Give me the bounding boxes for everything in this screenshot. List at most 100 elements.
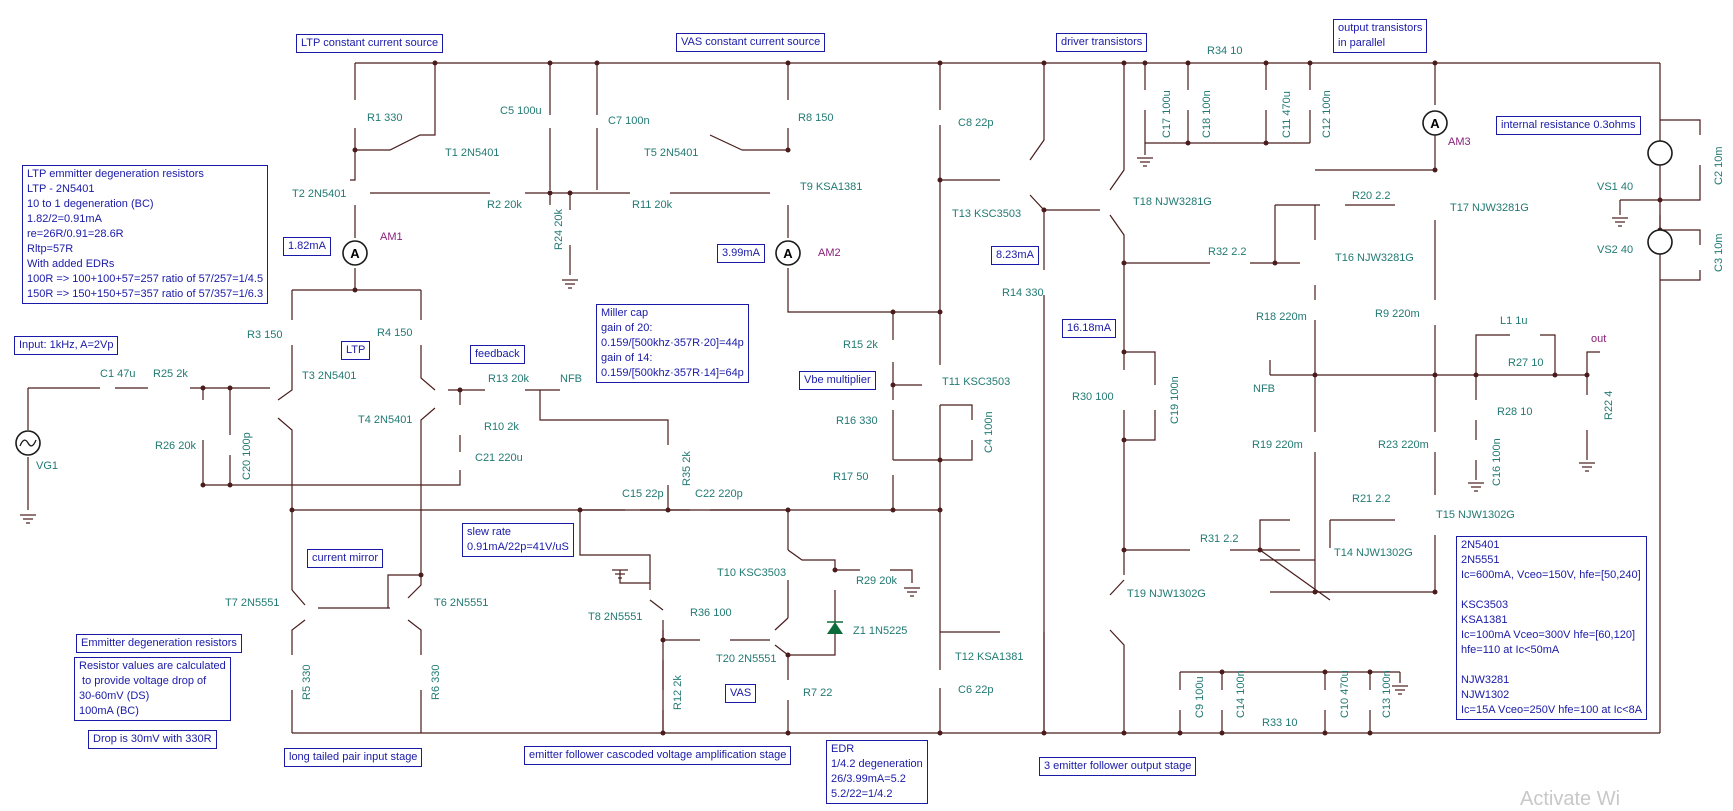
label-am2: AM2	[818, 247, 841, 259]
note-edr: EDR 1/4.2 degeneration 26/3.99mA=5.2 5.2…	[826, 740, 928, 804]
note-ltp-line-7: With added EDRs	[27, 258, 115, 270]
label-z1: Z1 1N5225	[853, 625, 907, 637]
label-am3: AM3	[1448, 136, 1471, 148]
label-c17: C17 100u	[1161, 90, 1173, 138]
ammeter-am1-symbol	[342, 240, 368, 266]
svg-text:A: A	[350, 246, 360, 261]
label-t6: T6 2N5551	[434, 597, 488, 609]
label-r33: R33 10	[1262, 717, 1297, 729]
component-labels: R1 330 T1 2N5401 C5 100u C7 100n T5 2N54…	[36, 45, 1725, 729]
note-ltp-stage: long tailed pair input stage	[284, 748, 423, 767]
note-internal-resistance: internal resistance 0.3ohms	[1496, 116, 1641, 135]
note-resistor-values: Resistor values are calculated to provid…	[74, 657, 231, 721]
label-c15: C15 22p	[622, 488, 664, 500]
junctions	[200, 60, 1663, 736]
readout-am2: 3.99mA	[717, 244, 765, 263]
note-driver-transistors: driver transistors	[1056, 33, 1148, 52]
note-spec-line-6: KSA1381	[1461, 614, 1508, 626]
label-t15: T15 NJW1302G	[1436, 509, 1515, 521]
note-transistor-specs: 2N5401 2N5551 Ic=600mA, Vceo=150V, hfe=[…	[1456, 536, 1648, 720]
label-r18: R18 220m	[1256, 311, 1307, 323]
note-slew-line-1: slew rate	[467, 526, 512, 538]
note-output-transistors: output transistors in parallel	[1333, 19, 1428, 53]
note-ltp-line-8: 100R => 100+100+57=257 ratio of 57/257=1…	[27, 273, 264, 285]
label-l1: L1 1u	[1500, 315, 1528, 327]
label-c4: C4 100n	[983, 411, 995, 453]
label-r9: R9 220m	[1375, 308, 1420, 320]
label-vs2: VS2 40	[1597, 244, 1633, 256]
label-r14: R14 330	[1002, 287, 1044, 299]
label-nfb-right: NFB	[1253, 383, 1275, 395]
note-spec-line-11: NJW1302	[1461, 689, 1510, 701]
label-r29: R29 20k	[856, 575, 897, 587]
label-c13: C13 100n	[1381, 670, 1393, 718]
label-r16: R16 330	[836, 415, 878, 427]
readout-output-current: 16.18mA	[1062, 319, 1117, 338]
label-r10: R10 2k	[484, 421, 519, 433]
ammeter-am3-symbol	[1422, 110, 1448, 136]
note-vbe-multiplier: Vbe multiplier	[799, 371, 876, 390]
label-c9: C9 100u	[1194, 676, 1206, 718]
note-spec-line-12: Ic=15A Vceo=250V hfe=100 at Ic<8A	[1461, 704, 1643, 716]
label-r11: R11 20k	[632, 199, 673, 211]
note-resistor-line-1: Resistor values are calculated	[79, 660, 226, 672]
label-t5: T5 2N5401	[644, 147, 698, 159]
note-output-stage: 3 emitter follower output stage	[1039, 757, 1197, 776]
label-r36: R36 100	[690, 607, 732, 619]
note-feedback: feedback	[470, 345, 525, 364]
label-t14: T14 NJW1302G	[1334, 547, 1413, 559]
note-spec-line-10: NJW3281	[1461, 674, 1510, 686]
label-r4: R4 150	[377, 327, 412, 339]
note-resistor-line-4: 100mA (BC)	[79, 705, 139, 717]
label-r1: R1 330	[367, 112, 402, 124]
label-r35: R35 2k	[681, 451, 693, 486]
label-r8: R8 150	[798, 112, 833, 124]
label-r24: R24 20k	[553, 209, 565, 250]
readout-am1: 1.82mA	[283, 237, 331, 256]
note-ltp-current-source: LTP constant current source	[296, 34, 444, 53]
label-t17: T17 NJW3281G	[1450, 202, 1529, 214]
note-vas: VAS	[725, 684, 757, 703]
label-r15: R15 2k	[843, 339, 878, 351]
voltage-source-vs1-symbol	[1647, 140, 1673, 166]
label-c8: C8 22p	[958, 117, 993, 129]
label-c20: C20 100p	[241, 432, 253, 480]
note-spec-line-2: 2N5551	[1461, 554, 1500, 566]
note-edr-line-4: 5.2/22=1/4.2	[831, 788, 893, 800]
label-r34: R34 10	[1207, 45, 1242, 57]
label-c16: C16 100n	[1491, 438, 1503, 486]
activation-watermark: Activate Wi	[1520, 788, 1621, 810]
label-r7: R7 22	[803, 687, 832, 699]
note-drop: Drop is 30mV with 330R	[88, 730, 217, 749]
label-r19: R19 220m	[1252, 439, 1303, 451]
label-nfb-left: NFB	[560, 373, 582, 385]
note-vas-current-source: VAS constant current source	[676, 33, 826, 52]
label-c14: C14 100n	[1235, 670, 1247, 718]
label-r5: R5 330	[301, 665, 313, 700]
label-r17: R17 50	[833, 471, 868, 483]
label-t19: T19 NJW1302G	[1127, 588, 1206, 600]
note-slew-rate: slew rate 0.91mA/22p=41V/uS	[462, 523, 574, 557]
note-slew-line-2: 0.91mA/22p=41V/uS	[467, 541, 569, 553]
label-r32: R32 2.2	[1208, 246, 1247, 258]
label-r3: R3 150	[247, 329, 282, 341]
note-output-line-2: in parallel	[1338, 37, 1386, 49]
note-edr-line-1: EDR	[831, 743, 855, 755]
label-t20: T20 2N5551	[716, 653, 777, 665]
wires	[27, 62, 1701, 734]
label-c5: C5 100u	[500, 105, 542, 117]
note-ltp-line-5: re=26R/0.91=28.6R	[27, 228, 124, 240]
label-c22: C22 220p	[695, 488, 743, 500]
label-r2: R2 20k	[487, 199, 522, 211]
label-t12: T12 KSA1381	[955, 651, 1024, 663]
label-r30: R30 100	[1072, 391, 1114, 403]
label-c18: C18 100n	[1201, 90, 1213, 138]
note-input: Input: 1kHz, A=2Vp	[14, 336, 119, 355]
label-c1: C1 47u	[100, 368, 135, 380]
label-r27: R27 10	[1508, 357, 1543, 369]
note-ltp-emitter-degeneration: LTP emmitter degeneration resistors LTP …	[22, 165, 269, 304]
note-resistor-line-3: 30-60mV (DS)	[79, 690, 150, 702]
label-r20: R20 2.2	[1352, 190, 1391, 202]
label-c21: C21 220u	[475, 452, 523, 464]
